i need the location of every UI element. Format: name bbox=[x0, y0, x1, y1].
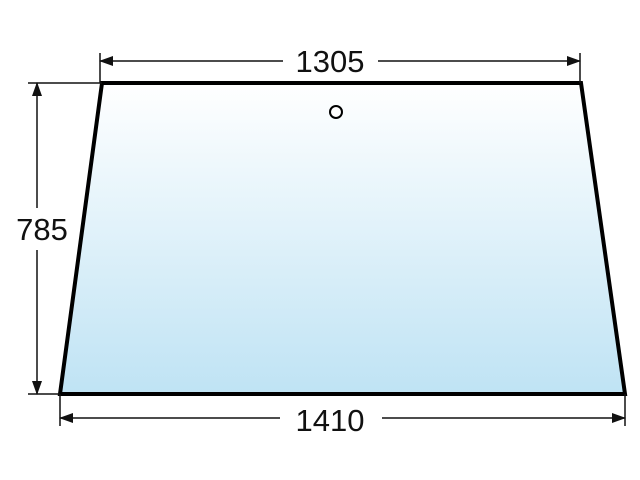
height-label: 785 bbox=[16, 212, 68, 247]
glass-panel bbox=[57, 81, 628, 396]
height-dimension: 785 bbox=[16, 82, 102, 395]
mounting-hole bbox=[329, 105, 343, 119]
top-width-label: 1305 bbox=[296, 44, 365, 79]
top-width-dimension: 1305 bbox=[99, 44, 581, 83]
bottom-width-label: 1410 bbox=[296, 403, 365, 438]
bottom-width-dimension: 1410 bbox=[59, 394, 626, 438]
